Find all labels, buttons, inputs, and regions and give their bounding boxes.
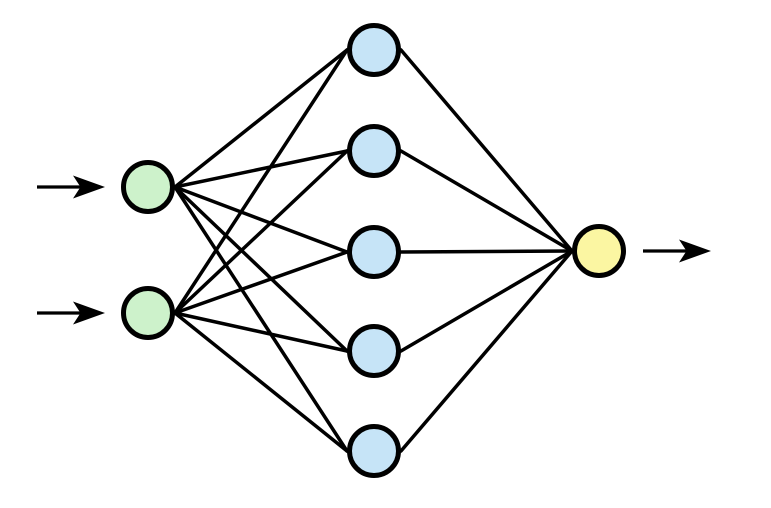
hidden-node-4	[347, 324, 401, 378]
input-node-1	[121, 160, 175, 214]
edge-input1-hidden1	[173, 48, 349, 189]
edge-input1-hidden2	[173, 149, 349, 189]
input-arrow-2	[37, 301, 105, 325]
edge-input1-hidden3	[173, 185, 349, 254]
edge-hidden5-output1	[399, 249, 574, 453]
edge-input2-hidden1	[173, 48, 349, 315]
hidden-node-2	[347, 124, 401, 178]
arrow-head-icon	[73, 175, 105, 199]
input-arrow-1	[37, 175, 105, 199]
hidden-node-3	[347, 225, 401, 279]
arrow-head-icon	[73, 301, 105, 325]
edge-input2-hidden3	[173, 250, 349, 315]
output-arrow-1	[643, 239, 711, 263]
edge-input2-hidden5	[173, 311, 349, 453]
edge-input1-hidden5	[173, 185, 349, 453]
output-node-1	[572, 224, 626, 278]
arrow-head-icon	[679, 239, 711, 263]
input-node-2	[121, 286, 175, 340]
edge-hidden3-output1	[399, 249, 574, 254]
edge-input1-hidden4	[173, 185, 349, 353]
hidden-node-5	[347, 424, 401, 478]
edge-input2-hidden2	[173, 149, 349, 315]
edge-input2-hidden4	[173, 311, 349, 353]
edge-hidden2-output1	[399, 149, 574, 253]
hidden-node-1	[347, 23, 401, 77]
edge-hidden1-output1	[399, 48, 574, 253]
edge-hidden4-output1	[399, 249, 574, 353]
